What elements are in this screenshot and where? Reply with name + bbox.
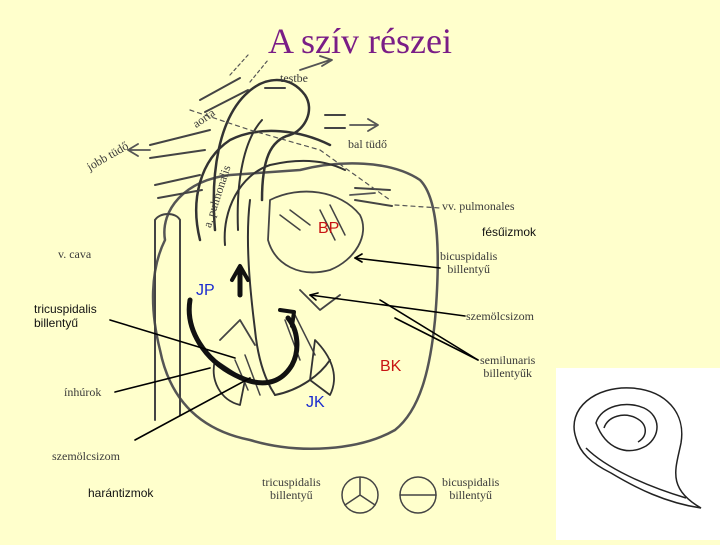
label-semilunaris: semilunaris billentyűk [480,354,535,380]
label-szemolcsizom-right: szemölcsizom [466,309,534,323]
label-bicuspidalis-bottom-line2: billentyű [449,488,492,502]
callout-jk: JK [306,394,325,411]
label-tricuspidalis-bottom-line1: tricuspidalis [262,475,321,489]
heart-outline-sketch [573,387,702,509]
label-szemolcsizom-bottom: szemölcsizom [52,449,120,463]
callout-bk: BK [380,358,402,375]
label-tricuspidalis-bottom: tricuspidalis billentyű [262,476,321,502]
label-bicuspidalis-right: bicuspidalis billentyű [440,250,497,276]
label-bicuspidalis-bottom-line1: bicuspidalis [442,475,500,489]
callout-tricuspidalis-line1: tricuspidalis [34,302,97,316]
label-inhurok: ínhúrok [64,385,102,399]
callout-jp: JP [196,282,215,299]
callout-tricuspidalis: tricuspidalis billentyű [34,302,97,330]
label-semilunaris-line2: billentyűk [483,366,532,380]
callout-bp: BP [318,220,340,237]
label-bicuspidalis-right-line2: billentyű [447,262,490,276]
inset-heart-sketch [556,368,720,540]
callout-fesuizmok: fésűizmok [482,225,537,239]
label-bicuspidalis-bottom: bicuspidalis billentyű [442,476,499,502]
label-bicuspidalis-right-line1: bicuspidalis [440,249,498,263]
label-vv-pulmonales: vv. pulmonales [442,199,515,213]
callout-tricuspidalis-line2: billentyű [34,316,79,330]
slide-title: A szív részei [268,21,452,61]
label-semilunaris-line1: semilunaris [480,353,536,367]
label-tricuspidalis-bottom-line2: billentyű [270,488,313,502]
callout-harantizmok: harántizmok [88,486,154,500]
label-testbe: testbe [280,71,308,85]
label-bal-tudo: bal tüdő [348,137,387,151]
label-v-cava: v. cava [58,247,92,261]
